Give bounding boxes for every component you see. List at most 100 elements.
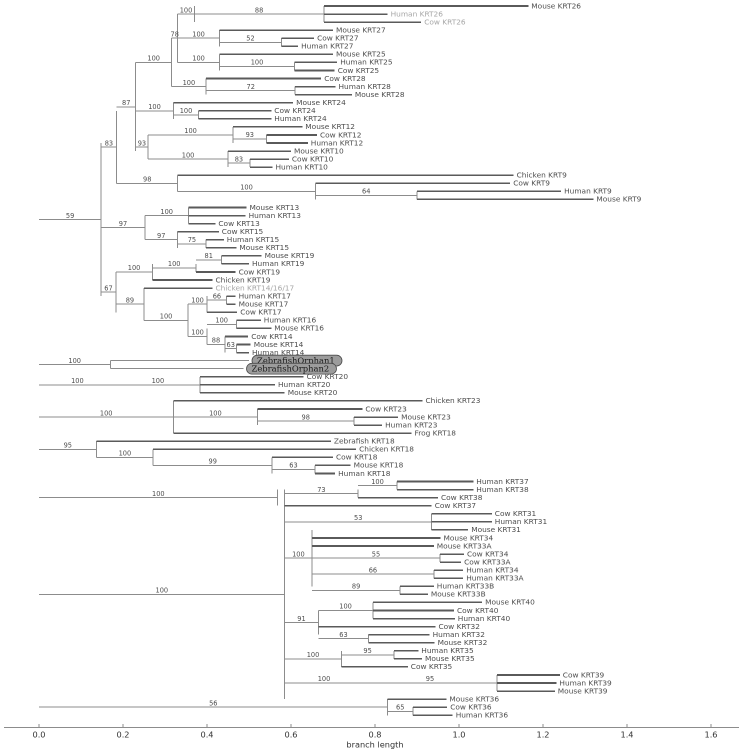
tip-label: Cow KRT12: [320, 130, 361, 139]
support-value: 100: [209, 409, 222, 417]
tip-label: Mouse KRT33B: [431, 590, 486, 599]
tip-label: Cow KRT24: [274, 106, 316, 115]
tip-label: Human KRT20: [278, 380, 331, 389]
support-value: 100: [152, 377, 165, 385]
support-value: 99: [209, 458, 217, 466]
support-value: 65: [396, 704, 404, 712]
tip-label: Human KRT15: [227, 235, 280, 244]
support-value: 100: [192, 30, 205, 38]
support-value: 52: [246, 35, 254, 43]
support-value: 73: [317, 486, 325, 494]
tip-label: Mouse KRT20: [288, 388, 338, 397]
support-value: 98: [302, 413, 310, 421]
support-value: 93: [138, 139, 146, 147]
tip-label: Cow KRT18: [336, 453, 378, 462]
tip-label: Cow KRT39: [563, 670, 605, 679]
support-value: 100: [215, 317, 228, 325]
support-value: 81: [205, 252, 213, 260]
support-value: 95: [363, 647, 371, 655]
support-value: 89: [352, 583, 360, 591]
tip-label: Mouse KRT28: [355, 90, 405, 99]
axis-tick-label: 0.2: [116, 730, 129, 740]
tip-label: Mouse KRT32: [438, 638, 488, 647]
tip-label: Mouse KRT31: [471, 525, 521, 534]
tip-label: Human KRT9: [564, 187, 612, 196]
tip-label: Human KRT35: [421, 646, 474, 655]
tip-label: Cow KRT13: [218, 219, 260, 228]
tip-label: Mouse KRT12: [305, 122, 355, 131]
support-value: 88: [212, 337, 220, 345]
tip-label: Cow KRT26: [424, 17, 466, 26]
tip-label: Mouse KRT35: [425, 654, 475, 663]
support-value: 72: [247, 83, 255, 91]
support-value: 64: [362, 188, 370, 196]
support-value: 95: [64, 442, 72, 450]
tip-label: Chicken KRT19: [216, 275, 271, 284]
tip-label: Human KRT34: [466, 566, 519, 575]
tip-label: Human KRT12: [311, 138, 363, 147]
axis-tick-label: 1.4: [620, 730, 633, 740]
tip-label: Cow KRT40: [457, 606, 499, 615]
axis-tick-label: 0.6: [284, 730, 297, 740]
tip-label: Chicken KRT18: [359, 445, 414, 454]
tip-label: Mouse KRT17: [239, 300, 289, 309]
tip-label: Mouse KRT26: [531, 1, 581, 10]
support-value: 97: [119, 220, 127, 228]
axis-tick-label: 1.2: [536, 730, 549, 740]
tip-label: Human KRT37: [476, 477, 529, 486]
tip-label: Mouse KRT23: [401, 412, 451, 421]
tip-label: Chicken KRT9: [517, 171, 568, 180]
tip-label: Cow KRT34: [467, 549, 509, 558]
tip-label: Human KRT33B: [437, 582, 494, 591]
support-value: 100: [147, 55, 160, 63]
tip-label: Human KRT25: [340, 58, 393, 67]
support-value: 100: [100, 409, 113, 417]
tip-label: Cow KRT20: [307, 372, 349, 381]
tip-label: Human KRT40: [458, 614, 511, 623]
support-value: 67: [104, 284, 112, 292]
tip-label: Cow KRT14: [251, 332, 293, 341]
tip-label: Human KRT27: [301, 42, 354, 51]
support-value: 100: [182, 151, 195, 159]
support-value: 100: [183, 79, 196, 87]
tip-label: Cow KRT37: [435, 501, 477, 510]
tip-label: Mouse KRT14: [254, 340, 304, 349]
support-value: 56: [209, 699, 217, 707]
support-value: 100: [180, 107, 193, 115]
tip-label: Human KRT16: [264, 316, 317, 325]
tip-label: Cow KRT15: [222, 227, 264, 236]
support-value: 63: [289, 462, 297, 470]
tip-label: Cow KRT27: [317, 34, 359, 43]
tip-label: Human KRT36: [456, 711, 509, 720]
tip-label: Human KRT13: [249, 211, 302, 220]
tip-label: Cow KRT23: [365, 404, 407, 413]
tip-label: Zebrafish KRT18: [334, 437, 395, 446]
tip-label: Chicken KRT23: [426, 396, 481, 405]
support-value: 63: [339, 631, 347, 639]
support-value: 91: [297, 615, 305, 623]
support-value: 100: [148, 103, 161, 111]
tip-label: Mouse KRT39: [558, 686, 608, 695]
support-value: 66: [213, 292, 221, 300]
tip-label: Cow KRT31: [495, 509, 537, 518]
support-value: 100: [240, 184, 253, 192]
tip-label: Mouse KRT18: [354, 461, 404, 470]
tip-label: ZebrafishOrphan1: [257, 356, 335, 366]
support-value: 100: [156, 587, 169, 595]
support-value: 83: [235, 155, 243, 163]
tip-label: Human KRT10: [276, 163, 329, 172]
tip-label: Mouse KRT16: [274, 324, 324, 333]
support-value: 100: [191, 329, 204, 337]
tip-label: Human KRT38: [476, 485, 529, 494]
support-value: 98: [143, 176, 151, 184]
tip-label: Cow KRT19: [239, 267, 281, 276]
tip-label: Frog KRT18: [415, 429, 457, 438]
axis-tick-label: 0.8: [368, 730, 381, 740]
tip-highlight-box: [246, 362, 337, 375]
support-value: 83: [105, 139, 113, 147]
tip-label: Cow KRT17: [240, 308, 282, 317]
tip-label: Cow KRT10: [292, 154, 334, 163]
axis-tick-label: 0.4: [200, 730, 213, 740]
tip-label: Human KRT26: [391, 9, 444, 18]
